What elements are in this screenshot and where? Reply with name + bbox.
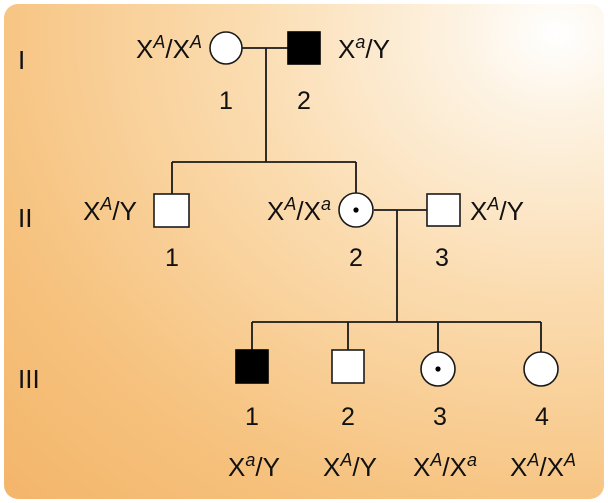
genotype-II3: XA/Y — [470, 194, 524, 226]
female-unaffected-circle-icon — [523, 351, 559, 387]
male-unaffected-square-icon — [426, 193, 461, 227]
genotype-I1: XA/XA — [136, 32, 202, 64]
individual-number-II3: 3 — [435, 244, 449, 272]
genotype-II2: XA/Xa — [267, 194, 331, 226]
female-unaffected-circle-icon — [209, 31, 243, 65]
individual-number-III4: 4 — [535, 403, 549, 431]
genotype-III2: XA/Y — [323, 450, 377, 482]
individual-number-II2: 2 — [349, 244, 363, 272]
individual-number-II1: 1 — [165, 244, 179, 272]
genotype-III4: XA/XA — [510, 450, 576, 482]
individual-number-III1: 1 — [245, 403, 259, 431]
genotype-III3: XA/Xa — [413, 450, 477, 482]
male-affected-square-icon — [287, 31, 321, 65]
individual-number-III3: 3 — [433, 403, 447, 431]
genotype-II1: XA/Y — [83, 194, 137, 226]
male-unaffected-square-icon — [331, 349, 365, 384]
individual-number-I2: 2 — [297, 87, 311, 115]
carrier-dot-icon — [353, 207, 359, 213]
male-affected-square-icon — [235, 349, 269, 384]
individual-number-III2: 2 — [341, 403, 355, 431]
genotype-I2: Xa/Y — [338, 32, 390, 64]
pedigree-chart: I II III 1 2 XA/XA Xa/Y 1 2 3 XA/Y XA/Xa… — [4, 4, 604, 499]
male-unaffected-square-icon — [153, 193, 190, 228]
generation-label-2: II — [18, 203, 32, 233]
individual-number-I1: 1 — [219, 87, 233, 115]
genotype-III1: Xa/Y — [228, 450, 280, 482]
generation-label-3: III — [18, 364, 40, 394]
generation-label-1: I — [18, 45, 25, 75]
pedigree-diagram: I II III 1 2 XA/XA Xa/Y 1 2 3 XA/Y XA/Xa… — [18, 31, 576, 482]
carrier-dot-icon — [435, 366, 441, 372]
